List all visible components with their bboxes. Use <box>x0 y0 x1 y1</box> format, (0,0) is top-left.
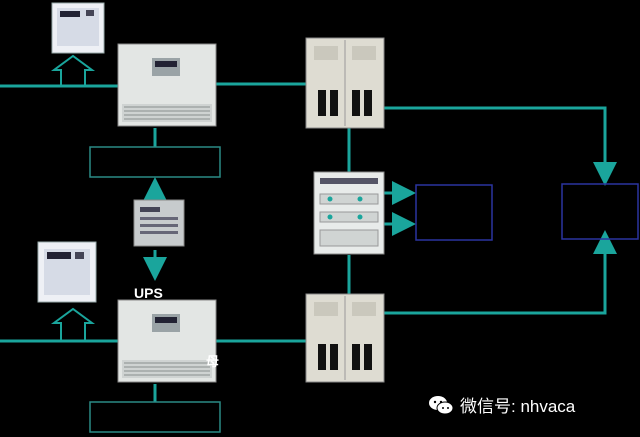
control-panel <box>133 199 185 247</box>
arrow-to-monitor-top <box>50 54 96 87</box>
monitor-top <box>51 2 105 54</box>
route-top-right <box>384 106 617 186</box>
monitor-bottom <box>37 241 97 303</box>
arrow-to-monitor-bottom <box>50 307 96 342</box>
ups-cabinet-top <box>117 43 217 127</box>
empty-box-middle <box>415 184 493 241</box>
watermark: 微信号: nhvaca <box>428 392 575 417</box>
empty-box-top <box>89 146 221 178</box>
empty-box-bottom <box>89 401 221 433</box>
ups-cabinet-bottom <box>117 299 217 383</box>
switchgear-panel-top <box>305 37 385 129</box>
switchgear-panel-bottom <box>305 293 385 383</box>
empty-box-right <box>561 183 639 240</box>
watermark-text: 微信号: nhvaca <box>460 397 576 416</box>
route-bottom-right <box>384 230 617 315</box>
fragment-label: 母 <box>206 354 220 369</box>
distribution-cabinet <box>313 171 385 255</box>
wechat-icon <box>429 395 454 414</box>
ups-label: UPS <box>134 285 163 301</box>
